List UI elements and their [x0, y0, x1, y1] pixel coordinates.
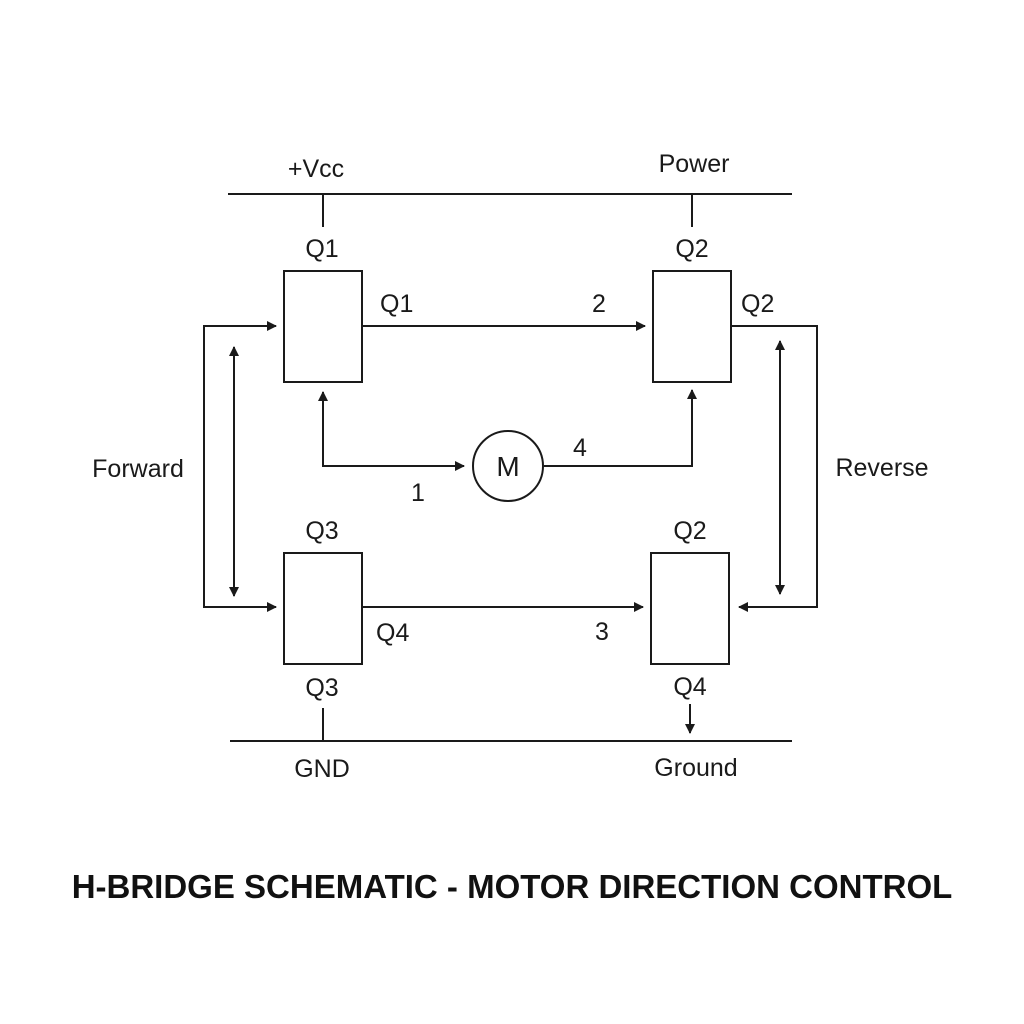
motor-label: M — [496, 451, 519, 482]
path-3-label: 3 — [595, 618, 609, 646]
q2-top-label: Q2 — [675, 235, 708, 263]
reverse-loop-arrow — [731, 325, 818, 612]
ground-label: Ground — [654, 754, 737, 782]
reverse-label: Reverse — [835, 454, 928, 482]
q3-top-label: Q3 — [305, 517, 338, 545]
q4-side-label: Q4 — [376, 619, 409, 647]
path-1-arrow — [318, 391, 465, 471]
motor-symbol — [472, 430, 544, 502]
diagram-title: H-BRIDGE SCHEMATIC - MOTOR DIRECTION CON… — [71, 868, 953, 905]
gnd-label: GND — [294, 755, 350, 783]
q2-bottom-label: Q2 — [673, 517, 706, 545]
q3-bottom-label: Q3 — [305, 674, 338, 702]
q2-side-label: Q2 — [741, 290, 774, 318]
vcc-label: +Vcc — [288, 155, 344, 183]
transistor-q1 — [283, 270, 363, 383]
q4-bottom-label: Q4 — [673, 673, 706, 701]
path-4-label: 4 — [573, 434, 587, 462]
power-label: Power — [659, 150, 730, 178]
path-4-arrow — [544, 389, 697, 467]
forward-label: Forward — [92, 455, 184, 483]
path-2-label: 2 — [592, 290, 606, 318]
transistor-q2-bottom — [650, 552, 730, 665]
forward-loop-arrow — [203, 321, 277, 612]
path-1-label: 1 — [411, 479, 425, 507]
q1-side-label: Q1 — [380, 290, 413, 318]
q1-top-label: Q1 — [305, 235, 338, 263]
transistor-q3 — [283, 552, 363, 665]
transistor-q2-top — [652, 270, 732, 383]
